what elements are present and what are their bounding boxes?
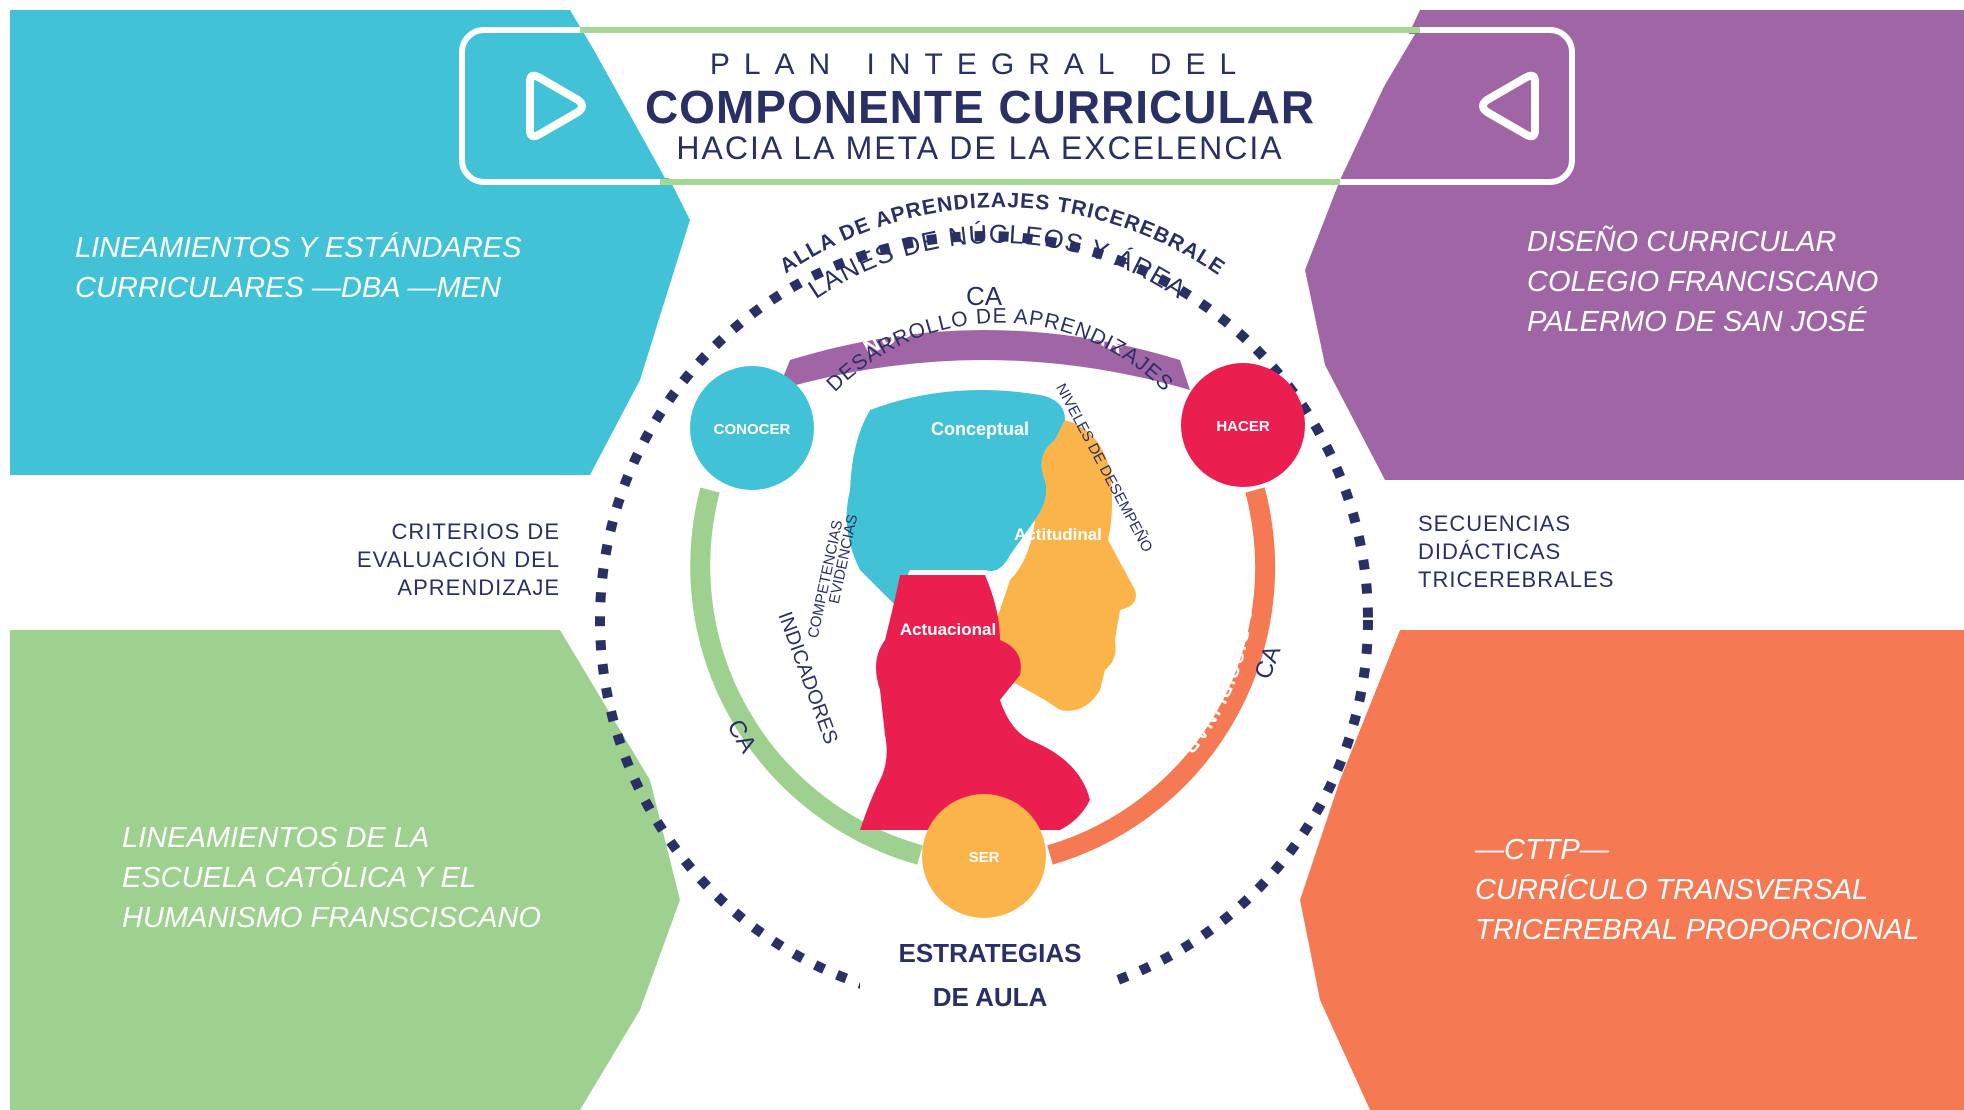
quadrant-bottom-right-line: TRICEREBRAL PROPORCIONAL	[1475, 914, 1920, 946]
side-label-right-line: SECUENCIAS	[1418, 511, 1572, 536]
quadrant-bottom-left-line: ESCUELA CATÓLICA Y EL	[122, 862, 477, 894]
ca-label-top: CA	[966, 281, 1003, 311]
puzzle-actitudinal-shape	[992, 420, 1136, 711]
node-ser-label: SER	[969, 849, 1000, 866]
quadrant-bottom-right-bg	[1300, 630, 1964, 1110]
bottom-label-line-2: DE AULA	[932, 982, 1048, 1012]
quadrant-top-right-line: PALERMO DE SAN JOSÉ	[1527, 306, 1867, 338]
quadrant-bottom-right-line: —CTTP—	[1475, 834, 1609, 866]
quadrant-top-left-line: CURRICULARES —DBA —MEN	[75, 272, 501, 304]
node-ser-circle	[922, 794, 1046, 918]
puzzle-actuacional-label: Actuacional	[900, 620, 996, 639]
side-label-left: CRITERIOS DE EVALUACIÓN DEL APRENDIZAJE	[325, 518, 560, 602]
quadrant-bottom-left-bg	[10, 630, 680, 1110]
title-line-3: HACIA LA META DE LA EXCELENCIA	[676, 130, 1284, 166]
side-label-right-line: TRICEREBRALES	[1418, 567, 1615, 592]
bottom-label-line-1: ESTRATEGIAS	[898, 938, 1082, 968]
quadrant-top-left-bg	[10, 10, 690, 475]
arc-orange-band	[1047, 487, 1276, 865]
quadrant-bottom-left-text: LINEAMIENTOS DE LA ESCUELA CATÓLICA Y EL…	[122, 818, 541, 938]
node-hacer-label: HACER	[1216, 418, 1270, 435]
quadrant-bottom-right-text: —CTTP— CURRÍCULO TRANSVERSAL TRICEREBRAL…	[1475, 830, 1919, 950]
quadrant-top-right-line: DISEÑO CURRICULAR	[1527, 226, 1837, 258]
side-label-right: SECUENCIAS DIDÁCTICAS TRICEREBRALES	[1418, 510, 1614, 594]
node-hacer-circle	[1181, 363, 1305, 487]
quadrant-bottom-right-line: CURRÍCULO TRANSVERSAL	[1475, 874, 1869, 906]
side-label-left-line: APRENDIZAJE	[397, 575, 560, 600]
title-line-2: COMPONENTE CURRICULAR	[644, 81, 1316, 133]
title-center-bg	[585, 34, 1415, 178]
puzzle-actitudinal-label: Actitudinal	[1014, 525, 1102, 544]
quadrant-top-right-text: DISEÑO CURRICULAR COLEGIO FRANCISCANO PA…	[1527, 222, 1878, 342]
quadrant-bottom-left-line: LINEAMIENTOS DE LA	[122, 822, 430, 854]
title-line-1: PLAN INTEGRAL DEL	[709, 48, 1251, 81]
arc-purple-band	[778, 330, 1190, 390]
quadrant-bottom-left-line: HUMANISMO FRANSCISCANO	[122, 902, 541, 934]
side-label-left-line: CRITERIOS DE	[391, 519, 560, 544]
side-label-right-line: DIDÁCTICAS	[1418, 539, 1562, 564]
play-right-icon	[526, 71, 586, 141]
puzzle-conceptual-shape	[846, 390, 1065, 610]
node-conocer-label: CONOCER	[714, 421, 791, 438]
quadrant-top-right-bg	[1305, 10, 1964, 480]
side-label-left-line: EVALUACIÓN DEL	[356, 547, 560, 572]
play-left-icon	[1479, 71, 1539, 141]
puzzle-conceptual-label: Conceptual	[931, 419, 1029, 439]
quadrant-top-left-text: LINEAMIENTOS Y ESTÁNDARES CURRICULARES —…	[75, 228, 521, 308]
node-conocer-circle	[690, 366, 814, 490]
puzzle-actuacional-shape	[860, 575, 1090, 830]
arc-green-band	[690, 487, 923, 865]
quadrant-top-left-line: LINEAMIENTOS Y ESTÁNDARES	[75, 232, 522, 264]
quadrant-top-right-line: COLEGIO FRANCISCANO	[1527, 266, 1879, 298]
ring-gap-bottom	[860, 960, 1110, 1020]
